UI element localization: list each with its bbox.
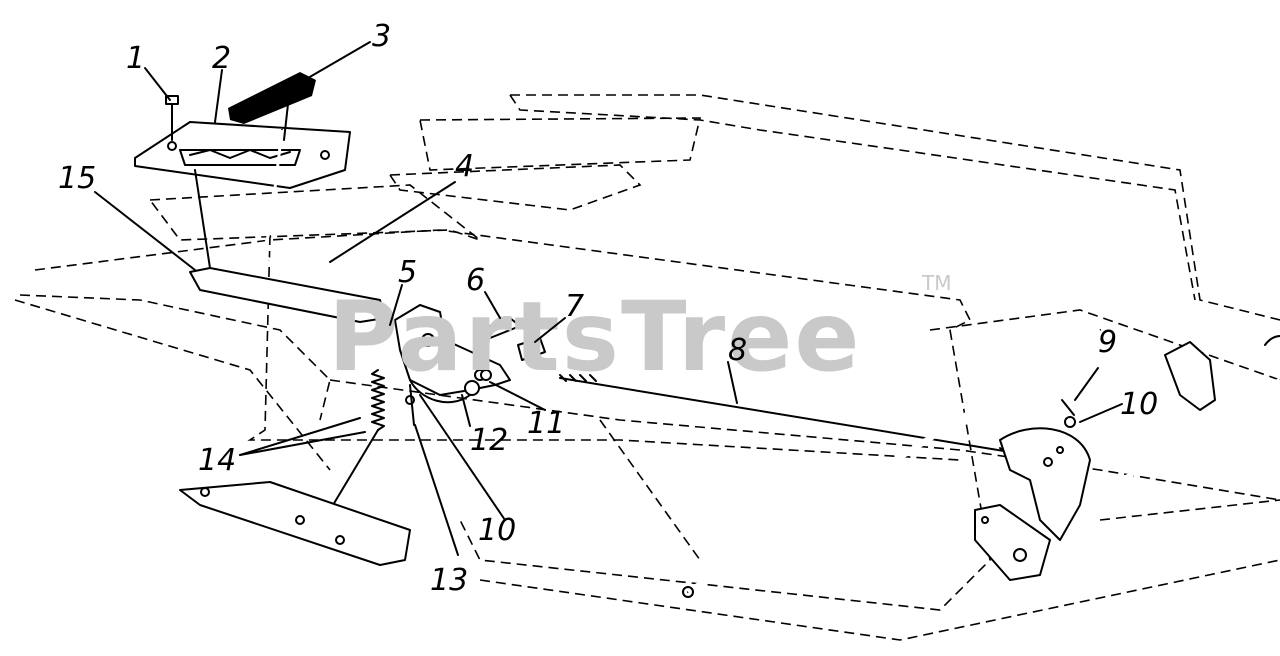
pivot-linkage [394, 304, 546, 404]
callout-4: 4 [455, 149, 474, 184]
small-bolt [405, 384, 415, 426]
lift-arm [1073, 341, 1280, 513]
watermark-text: PartsTree [328, 281, 861, 393]
callout-9: 9 [1098, 325, 1117, 360]
spring [329, 369, 385, 511]
callout-14: 14 [198, 443, 236, 478]
callout-8: 8 [728, 333, 747, 368]
callout-3: 3 [372, 19, 391, 54]
callout-5: 5 [398, 255, 417, 290]
callout-12: 12 [470, 423, 508, 458]
quadrant-plate [974, 399, 1091, 581]
callout-7: 7 [565, 289, 584, 324]
trademark-text: TM [921, 271, 951, 295]
shift-plate [134, 121, 351, 189]
cross-shaft [682, 327, 1102, 598]
callout-13: 13 [430, 563, 468, 598]
frame-outline [14, 94, 1280, 641]
leader-lines [94, 41, 1123, 556]
callout-11: 11 [527, 406, 565, 441]
lower-plate [179, 481, 411, 566]
callout-1: 1 [126, 41, 145, 76]
callout-6: 6 [466, 263, 485, 298]
bolt [165, 95, 179, 141]
callout-10-right: 10 [1120, 387, 1158, 422]
mounting-bracket [189, 169, 386, 323]
callout-2: 2 [212, 41, 231, 76]
shift-knob [228, 72, 316, 141]
callout-10-left: 10 [478, 513, 516, 548]
edge-curve [1264, 335, 1280, 346]
callouts: 1 2 3 4 5 6 7 8 9 10 10 11 12 13 14 15 [58, 19, 1158, 598]
watermark: PartsTree TM [328, 271, 951, 393]
callout-15: 15 [58, 161, 96, 196]
